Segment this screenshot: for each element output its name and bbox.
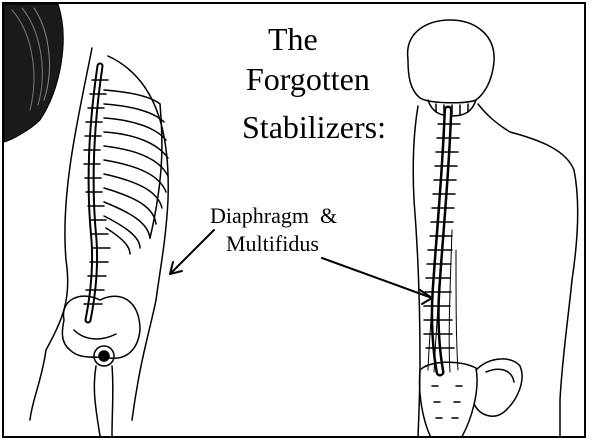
callout-label-line-1: Diaphragm & [210, 204, 337, 228]
back-spine-torso-illustration [408, 20, 578, 444]
title-line-3: Stabilizers: [242, 110, 386, 144]
callout-label-line-2: Multifidus [226, 232, 319, 256]
title-line-1: The [268, 22, 318, 56]
side-spine-ribcage-illustration [30, 48, 168, 436]
title-line-2: Forgotten [246, 62, 370, 96]
hair-fragment-icon [4, 4, 63, 142]
